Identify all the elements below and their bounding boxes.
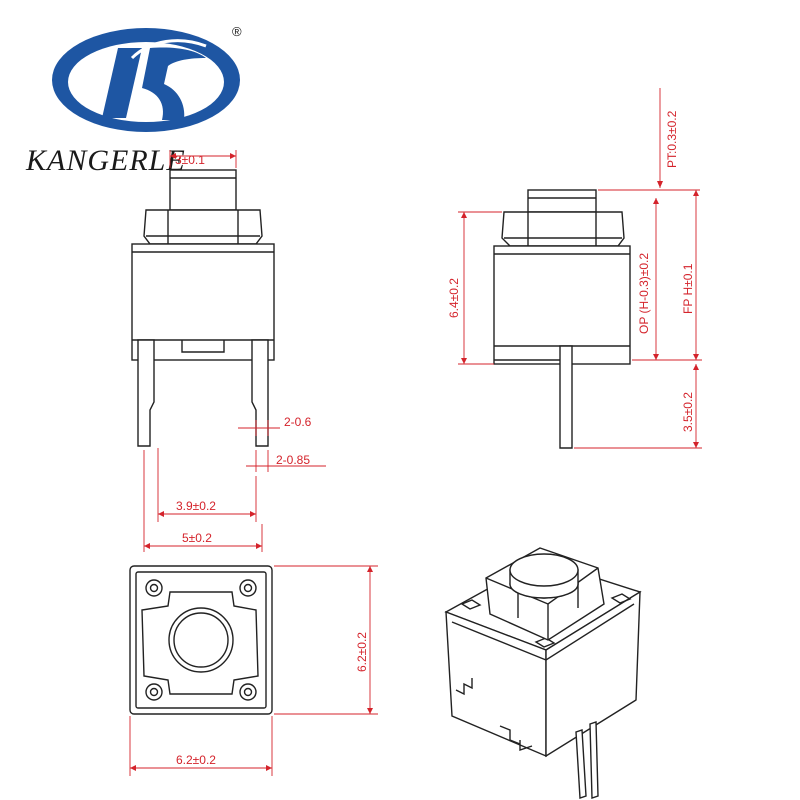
logo-mark-stroke-right bbox=[142, 47, 206, 120]
dim-body-depth: 6.2±0.2 bbox=[355, 632, 369, 672]
dim-pin-length: 3.5±0.2 bbox=[681, 392, 695, 432]
isometric-view bbox=[444, 547, 642, 799]
side-view-dimensions: 6.4±0.2 PT:0.3±0.2 OP (H-0.3)±0.2 FP H±0… bbox=[447, 88, 702, 449]
registered-mark: ® bbox=[232, 24, 242, 39]
dim-pin-spacing-inner: 3.9±0.2 bbox=[176, 499, 216, 513]
brand-name: KANGERLE bbox=[25, 144, 186, 177]
dim-body-width: 6.2±0.2 bbox=[176, 753, 216, 767]
logo-mark-stroke-left bbox=[102, 48, 142, 118]
dim-pin-thickness: 2-0.6 bbox=[284, 415, 312, 429]
dim-pin-spacing: 5±0.2 bbox=[182, 531, 212, 545]
top-view bbox=[129, 565, 273, 715]
dim-free-position: FP H±0.1 bbox=[681, 263, 695, 314]
dim-pre-travel: PT:0.3±0.2 bbox=[665, 110, 679, 168]
front-view bbox=[131, 169, 275, 447]
brand-logo bbox=[52, 28, 240, 132]
dim-pin-width: 2-0.85 bbox=[276, 453, 310, 467]
front-view-dimensions: 3±0.1 2-0.6 2-0.85 3.9±0.2 5±0.2 bbox=[143, 150, 326, 552]
side-view bbox=[493, 189, 631, 449]
dim-operating-position: OP (H-0.3)±0.2 bbox=[637, 253, 651, 334]
dim-actuator-width: 3±0.1 bbox=[175, 153, 205, 167]
dim-body-height: 6.4±0.2 bbox=[447, 278, 461, 318]
top-view-dimensions: 6.2±0.2 6.2±0.2 bbox=[129, 565, 378, 776]
